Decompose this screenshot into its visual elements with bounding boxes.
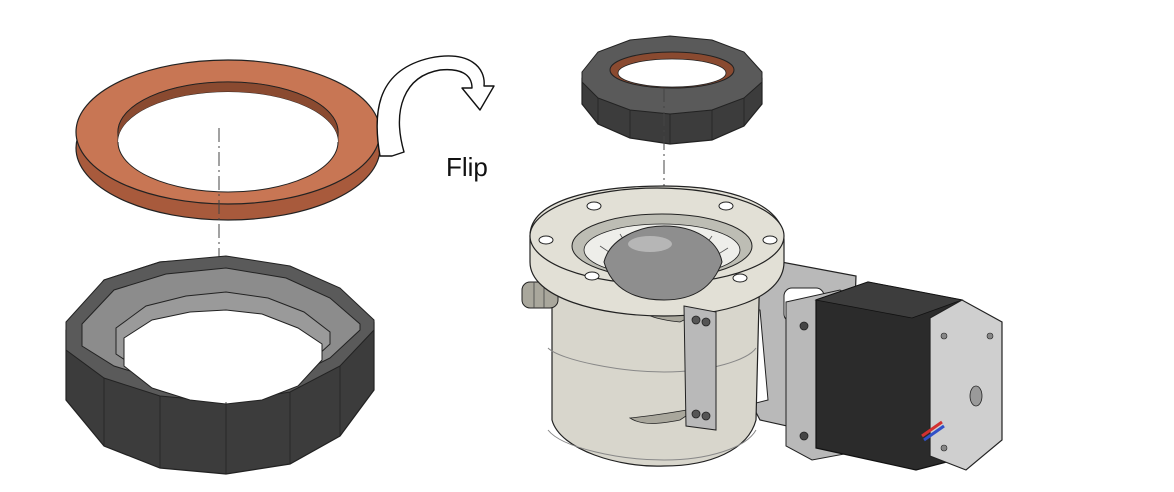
motor-end-cap <box>929 299 1003 471</box>
decagon-cup <box>65 255 375 475</box>
flip-label: Flip <box>446 152 488 182</box>
flip-arrow-icon <box>376 55 495 157</box>
stepper-motor <box>814 281 1003 471</box>
dark-nut <box>581 35 763 145</box>
copper-gasket <box>75 59 381 221</box>
valve-assembly <box>521 185 1003 471</box>
clamp-plate <box>683 305 717 431</box>
motor-wire-blue <box>923 424 945 442</box>
motor-wire-red <box>921 420 943 438</box>
housing-flange <box>529 185 785 317</box>
